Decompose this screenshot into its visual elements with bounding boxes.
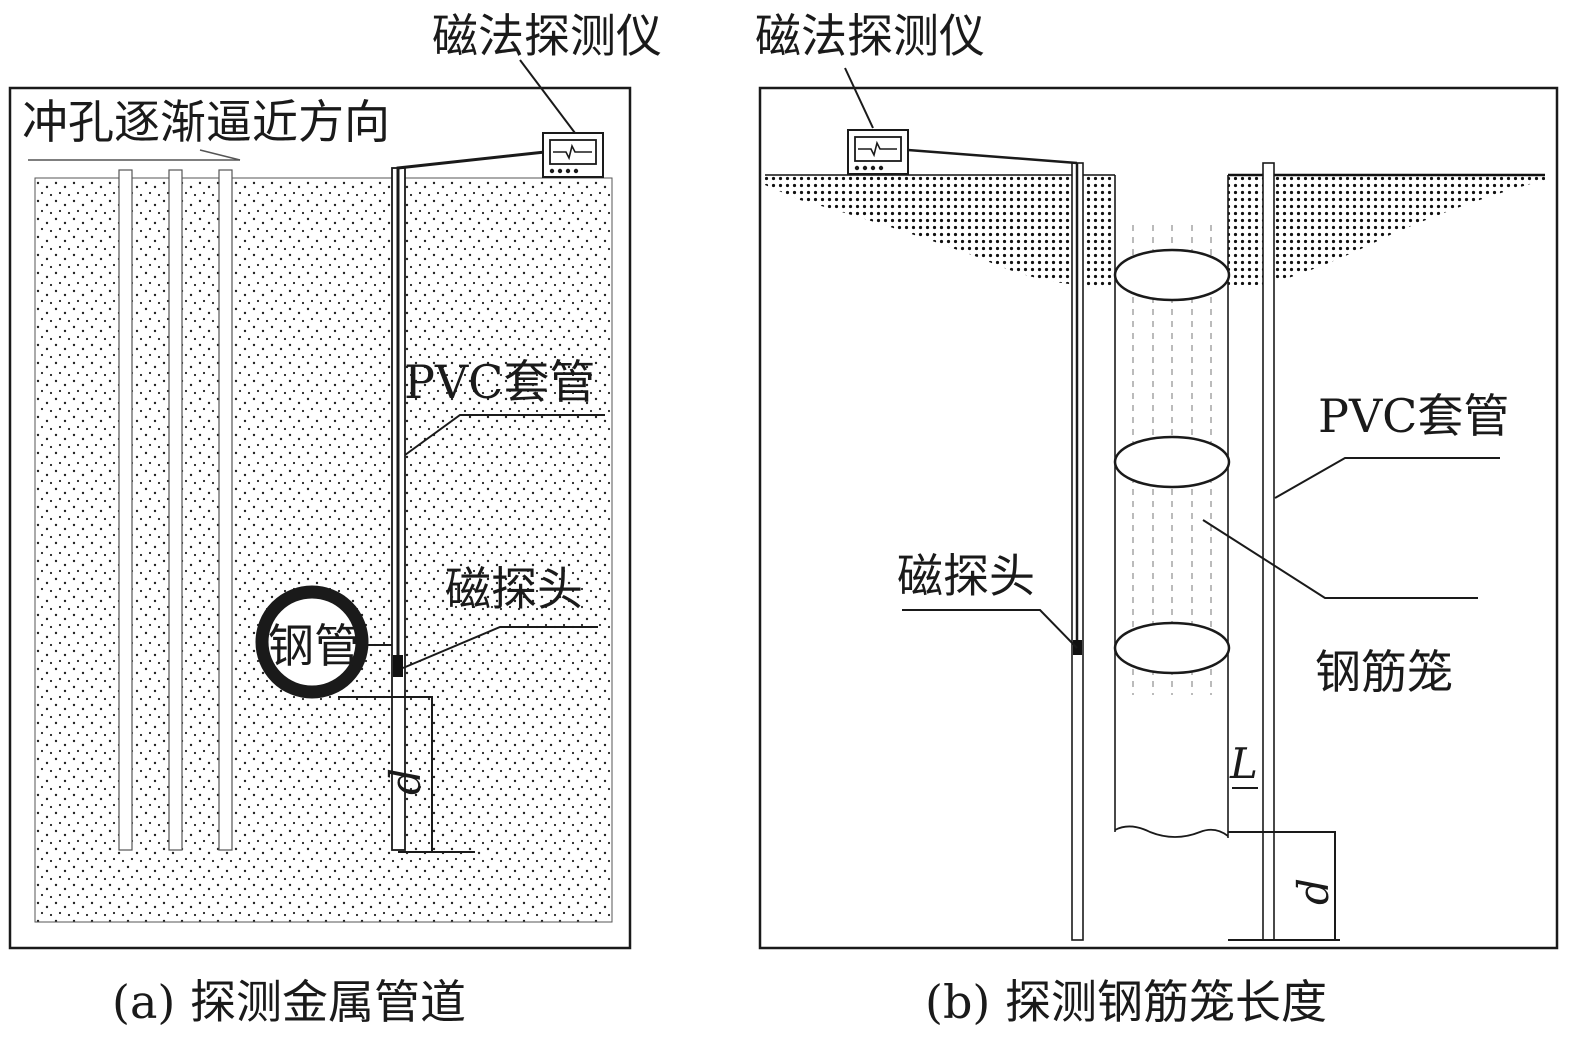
cage-hoop <box>1113 621 1231 675</box>
pvc-leader <box>404 414 605 456</box>
panel-b: 磁法探测仪 PVC套管 磁探头 钢筋笼 L d (b) 探测钢筋笼长度 <box>755 9 1559 1029</box>
instrument-label-b: 磁法探测仪 <box>755 9 985 63</box>
probe-label-b: 磁探头 <box>897 549 1035 603</box>
direction-label-bg <box>20 93 465 148</box>
instrument-a-leader <box>519 59 576 134</box>
instrument-b-leader <box>844 67 874 129</box>
dimension-line-b <box>1228 831 1336 940</box>
probe-label-a: 磁探头 <box>445 562 583 616</box>
caption-a: (a) 探测金属管道 <box>112 975 466 1029</box>
soil-right <box>1228 175 1545 285</box>
distance-symbol-b: d <box>1289 878 1338 905</box>
steel-pipe-label: 钢管 <box>268 619 360 673</box>
pvc-label-a: PVC套管 <box>404 355 595 409</box>
panel-b-frame <box>758 86 1559 950</box>
dimension-line <box>338 696 433 852</box>
direction-arrow-head <box>199 149 241 161</box>
panel-a: 磁法探测仪 冲孔逐渐逼近方向 PVC套管 磁探头 钢管 d (a) 探测金属管道 <box>8 9 662 1029</box>
steel-pipe <box>255 585 369 699</box>
pvc-label-b: PVC套管 <box>1318 389 1509 443</box>
cable <box>396 150 546 170</box>
instrument-a <box>542 132 604 178</box>
caption-b: (b) 探测钢筋笼长度 <box>925 975 1327 1029</box>
probe-leader <box>402 626 598 669</box>
pile-bottom <box>1114 825 1229 838</box>
probe <box>393 655 403 677</box>
length-symbol: L <box>1229 739 1258 788</box>
cage-hoop <box>1113 248 1231 302</box>
soil-left <box>765 175 1115 286</box>
bore-hole <box>118 169 133 851</box>
instrument-b <box>847 129 909 175</box>
probe-leader-b <box>902 609 1078 649</box>
pvc-casing-b <box>1262 162 1275 941</box>
cage-hoop <box>1113 435 1231 489</box>
cage-label: 钢筋笼 <box>1315 645 1453 699</box>
cable-b <box>907 148 1078 165</box>
panel-a-frame <box>8 86 632 950</box>
instrument-label-a: 磁法探测仪 <box>432 9 662 63</box>
distance-symbol-a: d <box>381 768 430 795</box>
direction-label: 冲孔逐渐逼近方向 <box>22 95 390 149</box>
bore-hole <box>218 169 233 851</box>
cage-leader <box>1202 519 1478 599</box>
pvc-leader-b <box>1274 457 1500 499</box>
bore-hole <box>168 169 183 851</box>
